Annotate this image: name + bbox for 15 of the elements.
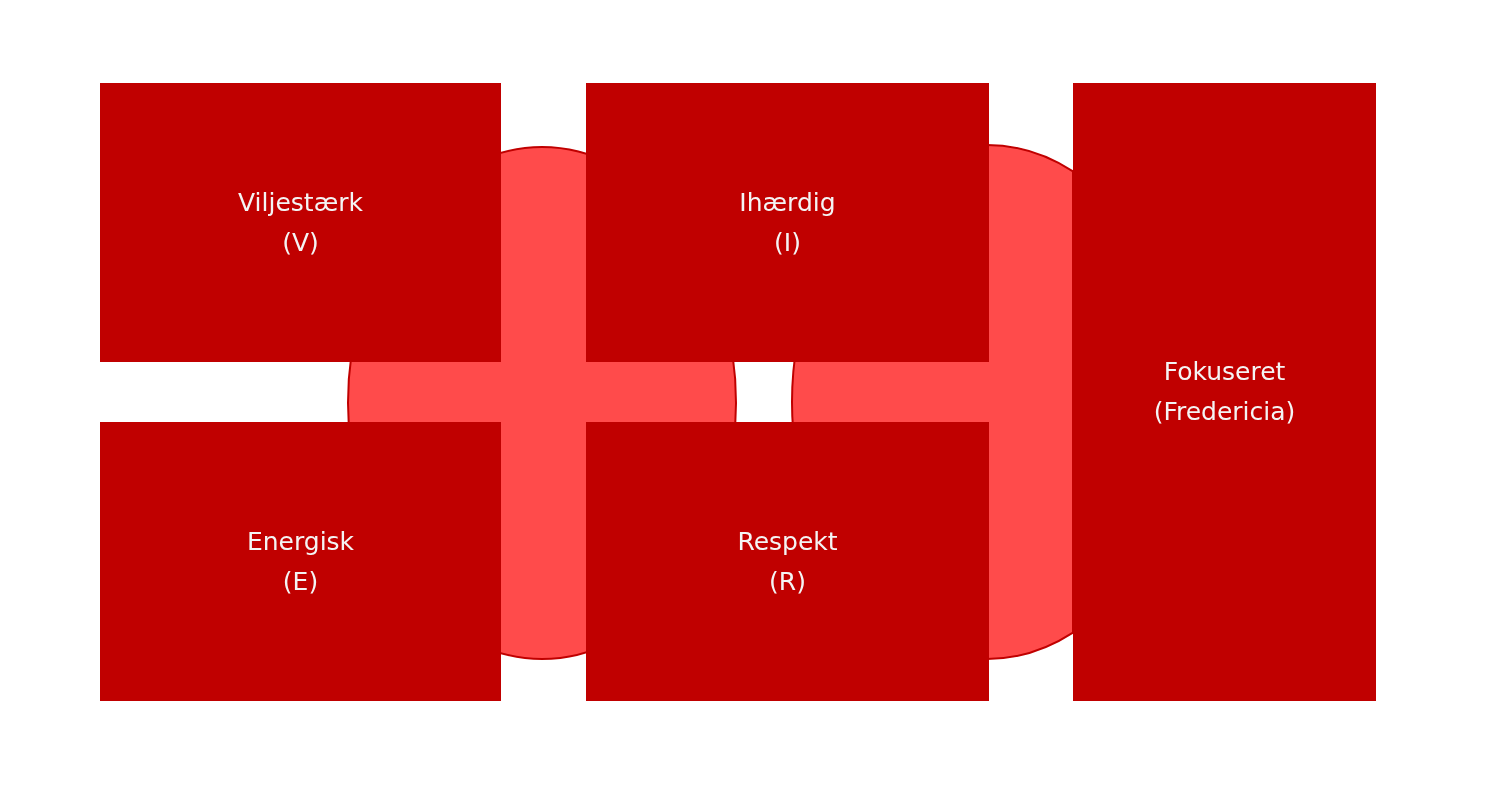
text-box xyxy=(100,422,501,701)
text-box xyxy=(586,83,989,362)
box-label: (I) xyxy=(774,226,801,259)
box-label: Ihærdig xyxy=(739,186,836,219)
box-label: (R) xyxy=(769,565,806,598)
box-label: (E) xyxy=(282,565,319,598)
box-label: Viljestærk xyxy=(238,186,363,219)
box-label: Respekt xyxy=(737,525,838,558)
box-label: Fokuseret xyxy=(1163,356,1286,388)
text-box xyxy=(100,83,501,362)
text-box xyxy=(586,422,989,701)
box-label: (Fredericia) xyxy=(1153,396,1296,428)
box-label: (V) xyxy=(282,226,319,259)
box-label: Energisk xyxy=(246,525,355,558)
text-box xyxy=(1073,83,1376,701)
